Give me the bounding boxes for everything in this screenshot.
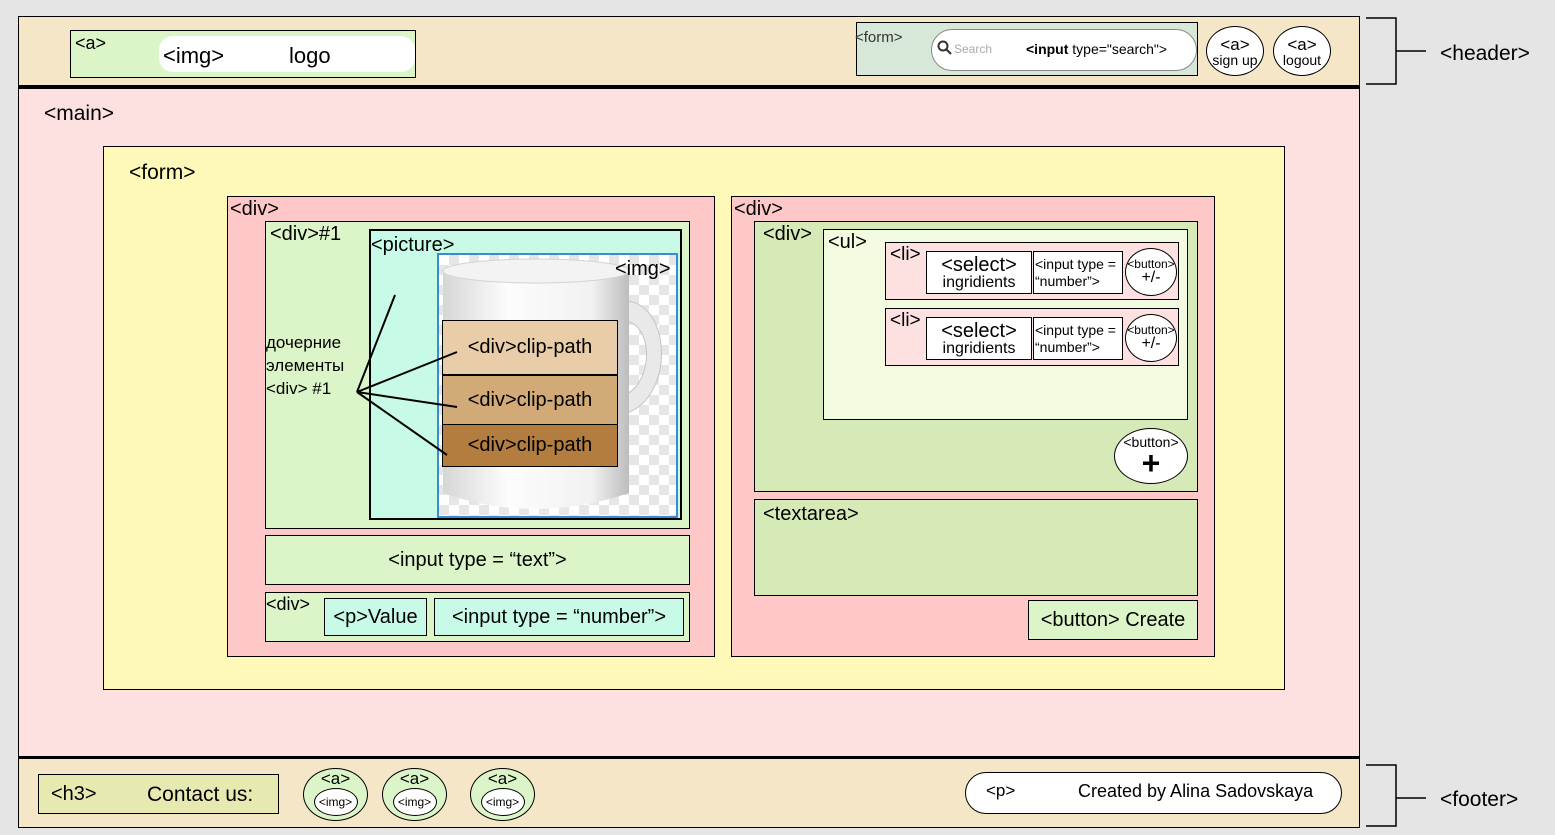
child-elements-note-line-3: <div> #1 [266,379,332,398]
div-1-tag: <div>#1 [270,223,342,245]
child-elements-note: дочерние элементы <div> #1 [266,331,344,400]
ingredient-toggle-button-symbol: +/- [1141,269,1161,286]
ingredient-quantity-input-line-1: <input type = [1035,256,1116,272]
number-input-label: <input type = “number”> [451,605,666,628]
social-link-1-tag: <a> [320,769,351,788]
description-textarea[interactable]: <textarea> [754,499,1198,596]
search-input[interactable]: Search <input type="search"> [931,29,1197,71]
social-link-3-image: <img> [480,788,525,816]
add-ingredient-button-tag: <button> [1123,433,1179,450]
logout-link-label: logout [1282,51,1322,68]
credit-paragraph: <p> Created by Alina Sadovskaya [965,772,1342,814]
create-button[interactable]: <button> Create [1028,600,1198,640]
ingredient-select-tag: <select> [941,319,1017,342]
ingredient-toggle-button-tag: <button> [1127,323,1175,337]
picture-tag: <picture> [371,234,455,256]
clip-path-div-3: <div>clip-path [442,424,618,467]
header-tag-label: <header> [1440,42,1530,65]
child-elements-note-line-2: элементы [266,356,345,375]
social-link-1-image: <img> [313,788,358,816]
logout-link[interactable]: <a> logout [1273,26,1331,76]
header-bracket [1366,17,1426,85]
number-input[interactable]: <input type = “number”> [434,598,684,636]
ingredient-select[interactable]: <select> ingridients [926,251,1032,294]
social-link-1[interactable]: <a> <img> [303,768,368,821]
logo-img-tag: <img> [163,43,225,68]
ingredient-select[interactable]: <select> ingridients [926,317,1032,360]
clip-path-div-2: <div>clip-path [442,375,618,426]
ingredient-quantity-input[interactable]: <input type = “number”> [1033,251,1123,294]
search-icon [936,39,954,57]
ingredient-select-tag: <select> [941,253,1017,276]
add-ingredient-button-symbol: + [1141,444,1161,481]
signup-link[interactable]: <a> sign up [1206,26,1264,76]
contact-heading-text: Contact us: [147,783,254,806]
ingredient-quantity-input-line-2: “number”> [1035,339,1100,355]
social-link-3-tag: <a> [487,769,518,788]
img-tag: <img> [615,258,671,280]
left-div-tag: <div> [230,198,279,220]
search-input-label-bold: <input [1026,41,1069,57]
child-elements-note-line-1: дочерние [266,333,342,352]
logout-link-tag: <a> [1287,34,1317,54]
search-form-tag: <form> [855,29,903,46]
logo-image-box: <img> logo [159,36,415,72]
ingredients-div-tag: <div> [763,223,812,245]
ingredient-toggle-button-tag: <button> [1127,257,1175,271]
search-input-label: <input type="search"> [1026,41,1167,57]
right-div-tag: <div> [734,198,783,220]
list-item-tag: <li> [890,310,921,331]
search-placeholder: Search [954,42,993,56]
contact-heading-tag: <h3> [51,783,97,805]
ingredient-quantity-input[interactable]: <input type = “number”> [1033,317,1123,360]
footer-tag-label: <footer> [1440,788,1519,811]
text-input[interactable]: <input type = “text”> [265,535,690,585]
contact-heading: <h3> Contact us: [38,774,279,814]
value-paragraph: <p>Value [324,598,427,636]
logo-text: logo [289,43,331,68]
search-input-label-rest: type="search"> [1068,41,1168,57]
search-form-box: <form> Search <input type="search"> [855,22,1198,76]
logo-link-box[interactable]: <a> <img> logo [70,30,416,78]
value-row-div-tag: <div> [266,594,311,614]
ingredient-select-sub: ingridients [942,339,1016,357]
create-button-label: <button> Create [1040,608,1186,631]
ingredient-toggle-button-symbol: +/- [1141,335,1161,352]
social-link-2-tag: <a> [399,769,430,788]
footer-bracket [1366,764,1426,827]
signup-link-tag: <a> [1220,34,1250,54]
text-input-label: <input type = “text”> [388,548,567,571]
ingredients-list-tag: <ul> [828,231,867,253]
credit-text: Created by Alina Sadovskaya [1078,781,1314,801]
clip-path-div-2-label: <div>clip-path [467,389,593,411]
ingredient-quantity-input-line-2: “number”> [1035,273,1100,289]
clip-path-div-1-label: <div>clip-path [467,336,593,358]
ingredient-toggle-button[interactable]: <button> +/- [1125,314,1177,362]
list-item: <li> <select> ingridients <input type = … [885,242,1179,300]
social-link-3[interactable]: <a> <img> [470,768,535,821]
description-textarea-tag: <textarea> [763,503,859,525]
value-paragraph-label: <p>Value [333,605,418,628]
social-link-2-image: <img> [392,788,437,816]
list-item-tag: <li> [890,244,921,265]
social-link-2[interactable]: <a> <img> [382,768,447,821]
logo-link-tag: <a> [75,33,107,53]
credit-paragraph-tag: <p> [986,781,1016,800]
main-tag-label: <main> [44,102,115,125]
ingredient-select-sub: ingridients [942,273,1016,291]
clip-path-div-1: <div>clip-path [442,320,618,375]
list-item: <li> <select> ingridients <input type = … [885,308,1179,366]
add-ingredient-button[interactable]: <button> + [1114,428,1188,484]
main-form-tag: <form> [129,161,196,184]
ingredient-quantity-input-line-1: <input type = [1035,322,1116,338]
clip-path-div-3-label: <div>clip-path [467,434,593,456]
signup-link-label: sign up [1212,51,1258,68]
ingredient-toggle-button[interactable]: <button> +/- [1125,248,1177,296]
